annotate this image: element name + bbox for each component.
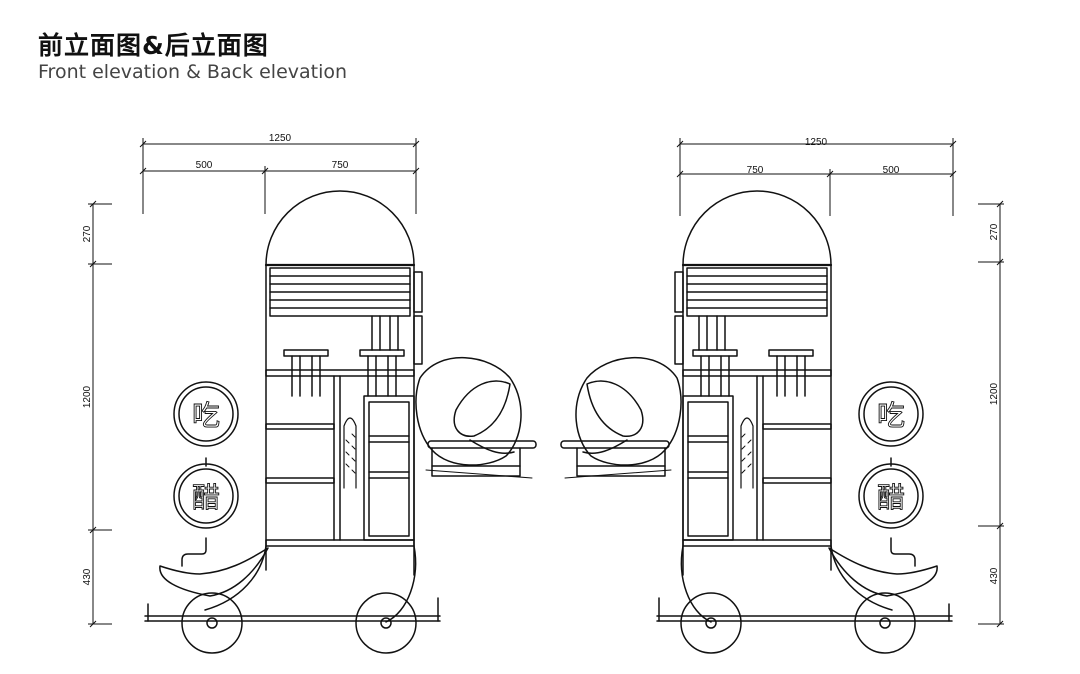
back-width-500-label: 500: [883, 165, 900, 176]
back-sign-upper-glyph: 吃: [877, 399, 905, 432]
front-total-width-label: 1250: [269, 133, 292, 144]
front-dimension-lines: [88, 138, 420, 628]
back-dimension-lines: [676, 138, 1004, 628]
front-width-500-label: 500: [196, 160, 213, 171]
back-height-270-label: 270: [989, 223, 1000, 240]
back-width-750-label: 750: [747, 165, 764, 176]
front-width-750-label: 750: [332, 160, 349, 171]
back-height-1200-label: 1200: [989, 382, 1000, 405]
front-height-430-label: 430: [82, 568, 93, 585]
drawing-title: 前立面图&后立面图: [38, 31, 269, 60]
back-total-width-label: 1250: [805, 137, 828, 148]
front-sign-upper-glyph: 吃: [192, 399, 220, 432]
front-sign-lower-glyph: 醋: [192, 481, 220, 514]
back-sign-lower-glyph: 醋: [877, 481, 905, 514]
drawing-subtitle: Front elevation & Back elevation: [38, 61, 348, 83]
front-height-270-label: 270: [82, 225, 93, 242]
back-height-430-label: 430: [989, 567, 1000, 584]
front-height-1200-label: 1200: [82, 385, 93, 408]
